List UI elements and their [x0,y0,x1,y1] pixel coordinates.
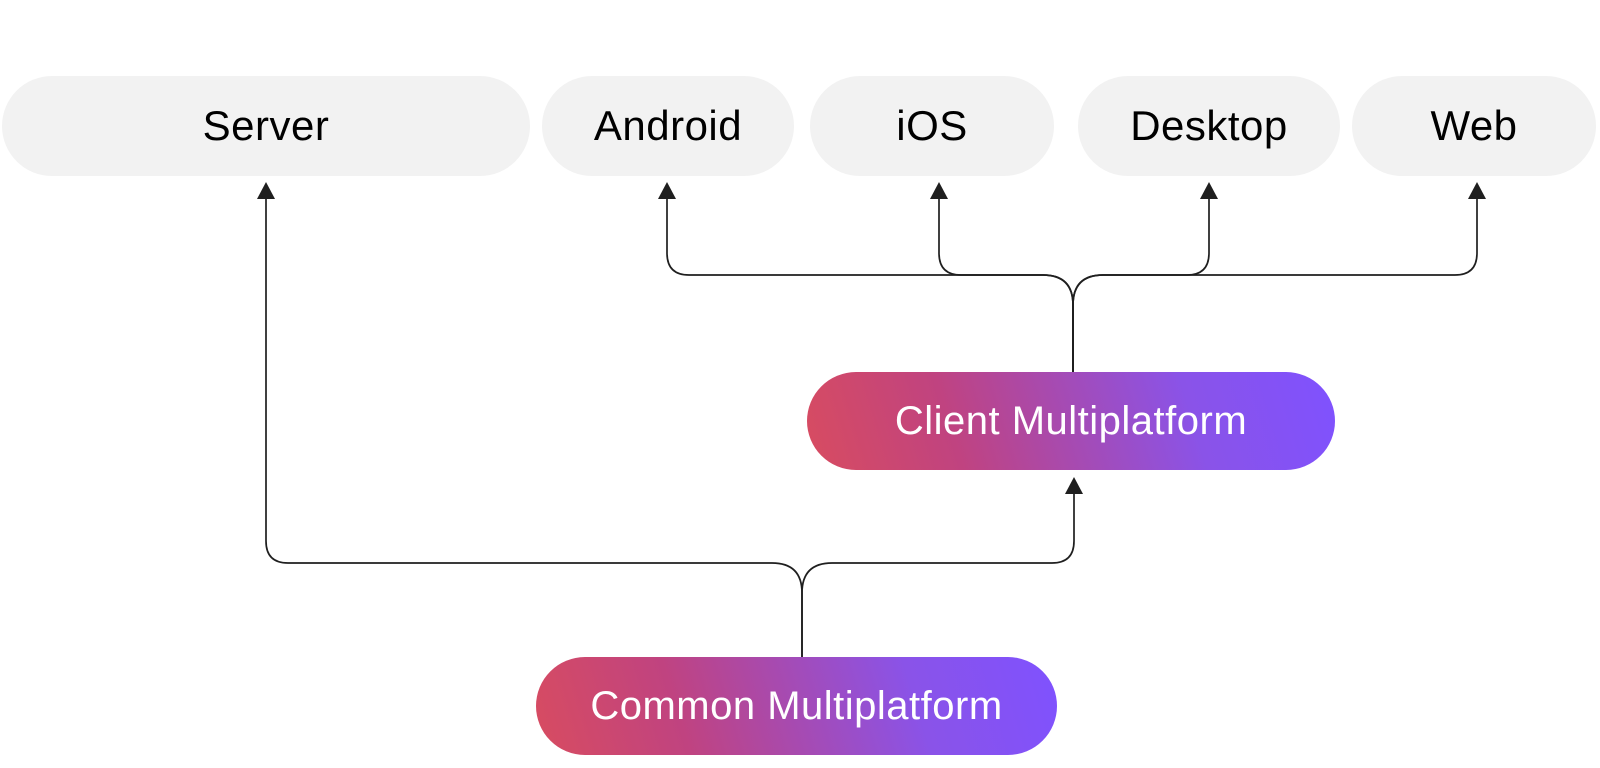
arrowhead-client-icon [1065,477,1083,494]
client-multiplatform-pill: Client Multiplatform [807,372,1335,470]
edge-client-to-desktop [1072,199,1210,372]
edge-common-to-client [801,493,1075,657]
edge-client-to-web [1072,199,1478,372]
platform-pill-ios-label: iOS [896,102,968,149]
platform-pill-android-label: Android [593,102,743,149]
common-multiplatform-pill: Common Multiplatform [536,657,1057,755]
edge-common-to-server [265,199,803,657]
platform-pill-web: Web [1352,76,1596,176]
platform-pill-server: Server [2,76,530,176]
platform-pill-web-label: Web [1430,102,1518,149]
platform-pill-android: Android [542,76,794,176]
arrowhead-ios-icon [930,182,948,199]
common-multiplatform-label: Common Multiplatform [590,683,1003,728]
platform-pill-desktop-label: Desktop [1130,102,1288,149]
arrowhead-desktop-icon [1200,182,1218,199]
edge-client-to-android [666,199,1074,372]
edge-client-to-ios [938,199,1074,372]
arrowhead-web-icon [1468,182,1486,199]
platform-pill-ios: iOS [810,76,1054,176]
platform-pill-desktop: Desktop [1078,76,1340,176]
client-multiplatform-label: Client Multiplatform [894,398,1248,443]
platform-pill-server-label: Server [202,102,330,149]
arrowhead-android-icon [658,182,676,199]
arrowhead-server-icon [257,182,275,199]
